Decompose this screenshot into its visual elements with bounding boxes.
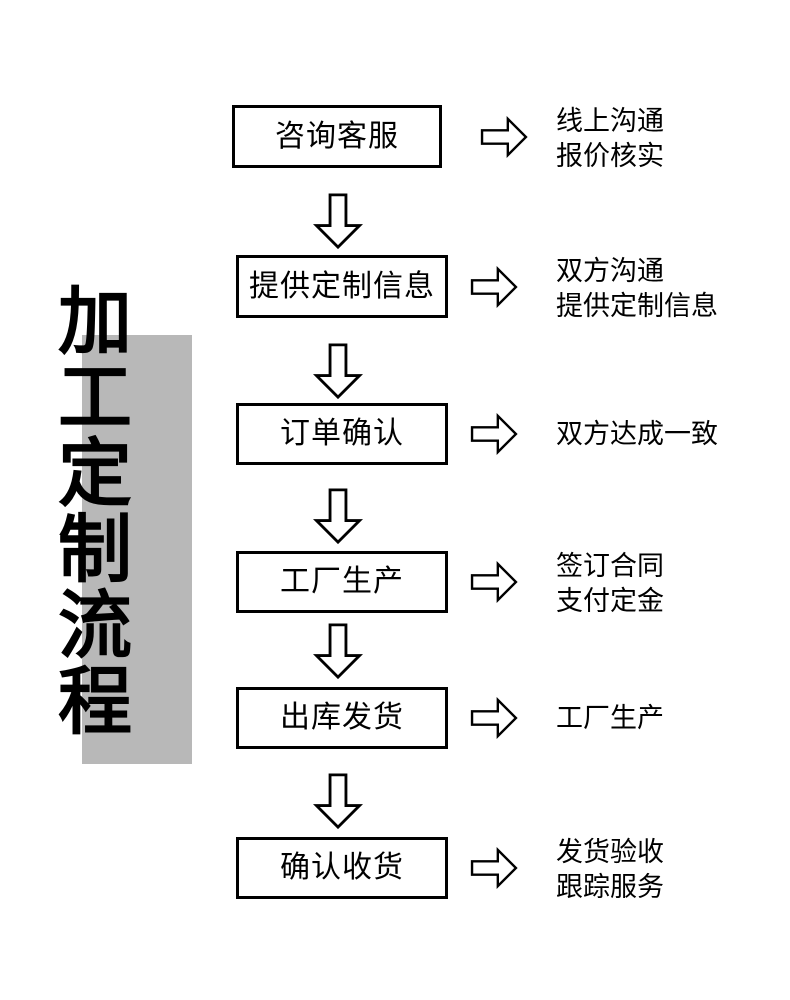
process-step-box[interactable]: 订单确认 <box>236 403 448 465</box>
process-step-note: 签订合同 支付定金 <box>556 551 664 616</box>
process-step-box[interactable]: 出库发货 <box>236 687 448 749</box>
process-step-label: 提供定制信息 <box>249 269 435 303</box>
process-step-note: 工厂生产 <box>556 703 664 733</box>
arrow-right-block-icon <box>470 561 518 603</box>
page-title: 加 工 定 制 流 程 <box>58 280 132 743</box>
title-background-band <box>82 335 192 764</box>
process-step-note: 发货验收 跟踪服务 <box>556 837 664 902</box>
process-step-box[interactable]: 确认收货 <box>236 837 448 899</box>
arrow-right-block-icon <box>480 116 528 158</box>
process-step-label: 确认收货 <box>280 851 404 884</box>
arrow-right-block-icon <box>470 697 518 739</box>
arrow-down-block-icon <box>313 622 363 680</box>
arrow-right-block-icon <box>470 413 518 455</box>
process-step-box[interactable]: 咨询客服 <box>232 105 442 168</box>
process-step-label: 咨询客服 <box>275 119 399 153</box>
arrow-down-block-icon <box>313 190 363 252</box>
arrow-right-block-icon <box>470 266 518 308</box>
process-step-label: 出库发货 <box>280 701 404 734</box>
process-step-note: 双方沟通 提供定制信息 <box>556 256 718 321</box>
arrow-down-block-icon <box>313 487 363 545</box>
process-step-note: 线上沟通 报价核实 <box>556 106 664 171</box>
arrow-down-block-icon <box>313 772 363 830</box>
process-step-box[interactable]: 工厂生产 <box>236 551 448 613</box>
process-step-label: 工厂生产 <box>280 565 404 598</box>
process-step-label: 订单确认 <box>280 417 404 450</box>
process-step-note: 双方达成一致 <box>556 419 718 449</box>
arrow-right-block-icon <box>470 847 518 889</box>
arrow-down-block-icon <box>313 340 363 402</box>
process-step-box[interactable]: 提供定制信息 <box>236 255 448 318</box>
